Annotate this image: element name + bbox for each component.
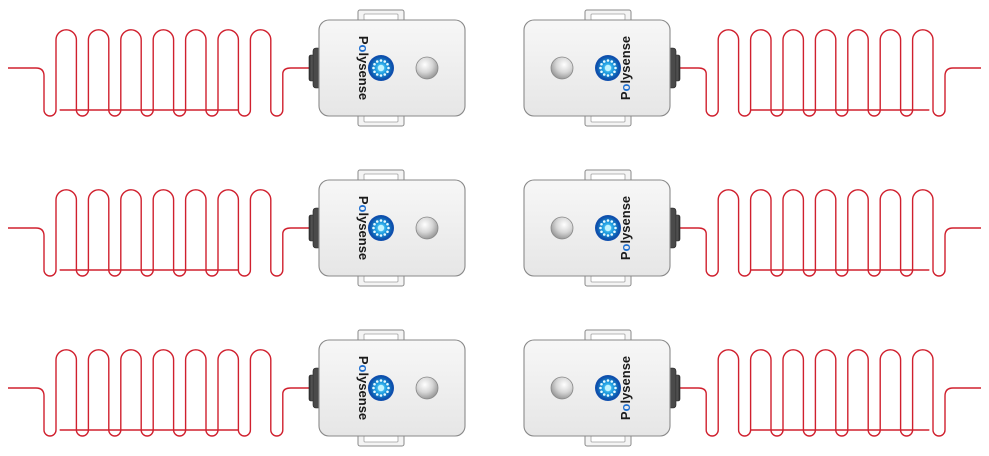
polysense-logo-icon <box>368 215 394 241</box>
sensor-unit-top-left: Polysense <box>8 9 466 127</box>
led-indicator-icon <box>550 216 574 240</box>
sensor-unit-top-right: Polysense <box>523 9 981 127</box>
sensor-housing <box>523 169 681 287</box>
led-indicator-icon <box>415 376 439 400</box>
polysense-logo-icon <box>595 375 621 401</box>
polysense-logo-icon <box>368 375 394 401</box>
sensing-cable <box>8 189 313 277</box>
brand-suffix: lysense <box>618 36 633 84</box>
sensor-housing <box>523 9 681 127</box>
bracket-slot <box>590 173 626 181</box>
bracket-slot <box>363 275 399 283</box>
brand-suffix: lysense <box>618 196 633 244</box>
polysense-logo-icon <box>368 55 394 81</box>
brand-prefix: P <box>618 411 633 420</box>
brand-prefix: P <box>356 356 371 365</box>
brand-label: Polysense <box>356 196 371 260</box>
sensing-cable <box>676 349 981 437</box>
sensor-housing <box>308 329 466 447</box>
brand-label: Polysense <box>356 36 371 100</box>
brand-accent-letter: o <box>618 243 633 251</box>
sensing-cable-path <box>8 349 313 437</box>
bracket-slot <box>363 435 399 443</box>
brand-prefix: P <box>618 251 633 260</box>
sensing-cable <box>8 29 313 117</box>
brand-suffix: lysense <box>356 372 371 420</box>
brand-suffix: lysense <box>356 212 371 260</box>
sensing-cable-path <box>676 29 981 117</box>
bracket-slot <box>363 115 399 123</box>
sensor-housing <box>308 169 466 287</box>
brand-label: Polysense <box>356 356 371 420</box>
led-indicator-icon <box>550 56 574 80</box>
sensor-unit-bottom-left: Polysense <box>8 329 466 447</box>
brand-prefix: P <box>356 36 371 45</box>
bracket-slot <box>590 115 626 123</box>
sensing-cable-path <box>676 189 981 277</box>
sensor-housing <box>308 9 466 127</box>
brand-suffix: lysense <box>618 356 633 404</box>
led-indicator-icon <box>415 56 439 80</box>
sensing-cable-path <box>8 29 313 117</box>
sensor-unit-middle-left: Polysense <box>8 169 466 287</box>
led-indicator-icon <box>415 216 439 240</box>
brand-accent-letter: o <box>618 403 633 411</box>
bracket-slot <box>363 333 399 341</box>
brand-accent-letter: o <box>356 205 371 213</box>
bracket-slot <box>590 13 626 21</box>
brand-prefix: P <box>356 196 371 205</box>
sensing-cable <box>676 189 981 277</box>
brand-accent-letter: o <box>356 45 371 53</box>
bracket-slot <box>363 13 399 21</box>
sensor-unit-middle-right: Polysense <box>523 169 981 287</box>
polysense-logo-icon <box>595 215 621 241</box>
sensing-cable-path <box>676 349 981 437</box>
brand-accent-letter: o <box>618 83 633 91</box>
brand-label: Polysense <box>618 36 633 100</box>
brand-prefix: P <box>618 91 633 100</box>
sensing-cable <box>676 29 981 117</box>
sensor-unit-bottom-right: Polysense <box>523 329 981 447</box>
sensor-housing <box>523 329 681 447</box>
sensing-cable <box>8 349 313 437</box>
led-indicator-icon <box>550 376 574 400</box>
brand-label: Polysense <box>618 196 633 260</box>
bracket-slot <box>590 275 626 283</box>
brand-accent-letter: o <box>356 365 371 373</box>
bracket-slot <box>590 333 626 341</box>
polysense-logo-icon <box>595 55 621 81</box>
bracket-slot <box>590 435 626 443</box>
sensing-cable-path <box>8 189 313 277</box>
bracket-slot <box>363 173 399 181</box>
brand-label: Polysense <box>618 356 633 420</box>
brand-suffix: lysense <box>356 52 371 100</box>
